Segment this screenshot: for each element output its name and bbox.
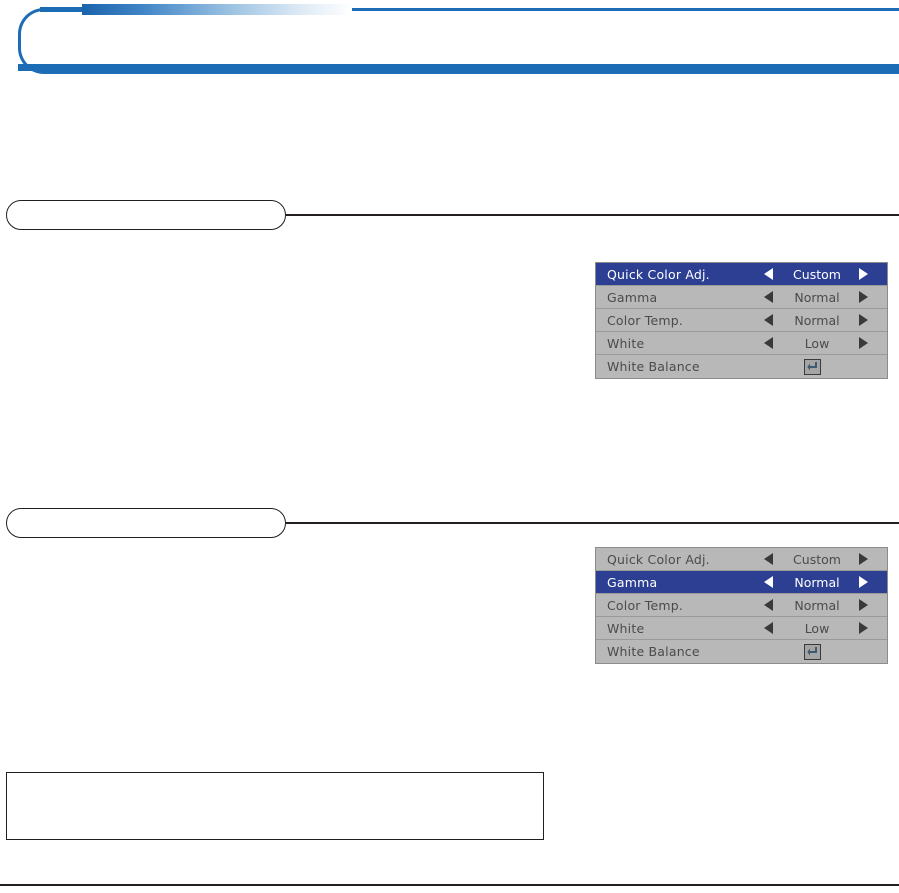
triangle-right-icon[interactable] xyxy=(859,622,868,634)
header-accent-rule xyxy=(18,64,899,71)
osd-menu-2[interactable]: Quick Color Adj. Custom Gamma Normal Col… xyxy=(595,547,888,664)
note-box xyxy=(6,772,544,840)
osd-row-white[interactable]: White Low xyxy=(596,617,887,640)
osd-row-color-temp[interactable]: Color Temp. Normal xyxy=(596,594,887,617)
page-header xyxy=(18,4,899,74)
triangle-left-icon[interactable] xyxy=(764,599,773,611)
triangle-right-icon[interactable] xyxy=(859,337,868,349)
header-gradient-bar xyxy=(82,4,352,15)
osd-row-white-balance[interactable]: White Balance xyxy=(596,640,887,663)
osd-row-label: Gamma xyxy=(607,289,658,305)
triangle-left-icon[interactable] xyxy=(764,291,773,303)
osd-row-value: Normal xyxy=(794,289,840,305)
enter-return-icon[interactable] xyxy=(804,643,821,660)
triangle-right-icon[interactable] xyxy=(859,314,868,326)
section-pill-1 xyxy=(6,200,286,230)
section-heading-1 xyxy=(6,200,899,230)
osd-row-label: White xyxy=(607,335,645,351)
triangle-left-icon[interactable] xyxy=(764,337,773,349)
osd-menu-1[interactable]: Quick Color Adj. Custom Gamma Normal Col… xyxy=(595,262,888,379)
triangle-right-icon[interactable] xyxy=(859,553,868,565)
osd-row-label: Color Temp. xyxy=(607,312,684,328)
osd-row-color-temp[interactable]: Color Temp. Normal xyxy=(596,309,887,332)
triangle-left-icon[interactable] xyxy=(764,576,773,588)
header-frame xyxy=(18,8,899,74)
osd-row-value: Low xyxy=(804,335,830,351)
section-rule-1 xyxy=(286,214,899,216)
triangle-left-icon[interactable] xyxy=(764,268,773,280)
osd-row-white[interactable]: White Low xyxy=(596,332,887,355)
osd-row-label: Quick Color Adj. xyxy=(607,551,710,567)
enter-return-icon[interactable] xyxy=(804,358,821,375)
osd-row-quick-color-adj[interactable]: Quick Color Adj. Custom xyxy=(596,548,887,571)
osd-row-label: Quick Color Adj. xyxy=(607,266,710,282)
osd-row-value: Low xyxy=(804,620,830,636)
osd-row-value: Normal xyxy=(794,312,840,328)
section-rule-2 xyxy=(286,522,899,524)
osd-row-label: White Balance xyxy=(607,359,700,374)
osd-row-quick-color-adj[interactable]: Quick Color Adj. Custom xyxy=(596,263,887,286)
triangle-right-icon[interactable] xyxy=(859,291,868,303)
triangle-left-icon[interactable] xyxy=(764,314,773,326)
osd-row-label: White Balance xyxy=(607,644,700,659)
osd-row-gamma[interactable]: Gamma Normal xyxy=(596,286,887,309)
section-heading-2 xyxy=(6,508,899,538)
triangle-right-icon[interactable] xyxy=(859,268,868,280)
osd-row-gamma[interactable]: Gamma Normal xyxy=(596,571,887,594)
footer-rule xyxy=(0,884,899,887)
section-pill-2 xyxy=(6,508,286,538)
triangle-left-icon[interactable] xyxy=(764,553,773,565)
osd-row-label: White xyxy=(607,620,645,636)
triangle-right-icon[interactable] xyxy=(859,576,868,588)
osd-row-label: Gamma xyxy=(607,574,658,590)
header-accent-tab xyxy=(40,7,84,12)
osd-row-value: Normal xyxy=(794,597,840,613)
osd-row-value: Custom xyxy=(793,551,841,567)
osd-row-white-balance[interactable]: White Balance xyxy=(596,355,887,378)
triangle-right-icon[interactable] xyxy=(859,599,868,611)
osd-row-value: Normal xyxy=(794,574,840,590)
triangle-left-icon[interactable] xyxy=(764,622,773,634)
osd-row-value: Custom xyxy=(793,266,841,282)
osd-row-label: Color Temp. xyxy=(607,597,684,613)
